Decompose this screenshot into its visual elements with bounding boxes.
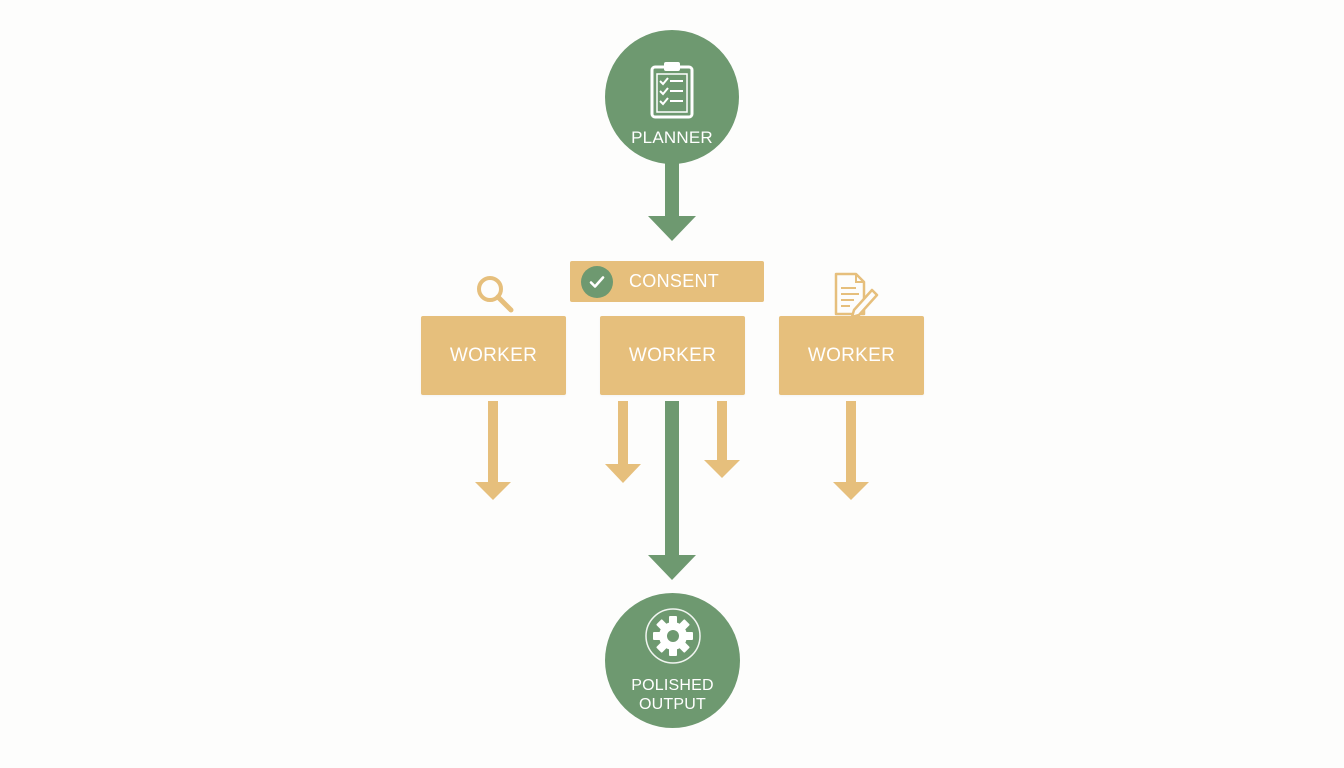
output-label: POLISHED OUTPUT — [631, 676, 714, 714]
worker-node-3: WORKER — [779, 316, 924, 395]
polished-output-node: POLISHED OUTPUT — [605, 593, 740, 728]
arrow-worker-3-down — [833, 401, 869, 500]
checkmark-icon — [581, 265, 613, 298]
clipboard-checklist-icon — [648, 61, 696, 124]
consent-label: CONSENT — [629, 271, 720, 291]
planner-label: PLANNER — [631, 127, 713, 147]
worker-node-1: WORKER — [421, 316, 566, 395]
planner-node: PLANNER — [605, 30, 739, 164]
worker-node-2: WORKER — [600, 316, 745, 395]
worker-label: WORKER — [449, 344, 538, 366]
document-pen-icon — [832, 272, 880, 321]
arrow-worker-2-left — [605, 401, 641, 483]
gear-icon — [644, 607, 702, 670]
arrow-planner-to-workers — [648, 160, 696, 241]
consent-bar: CONSENT — [570, 261, 764, 302]
arrow-to-output — [648, 401, 696, 580]
worker-label: WORKER — [807, 344, 896, 366]
output-label-line-2: OUTPUT — [639, 696, 706, 713]
arrow-worker-1-down — [475, 401, 511, 500]
magnifier-icon — [474, 273, 516, 320]
worker-label: WORKER — [628, 344, 717, 366]
arrow-worker-2-right — [704, 401, 740, 478]
output-label-line-1: POLISHED — [631, 677, 714, 694]
